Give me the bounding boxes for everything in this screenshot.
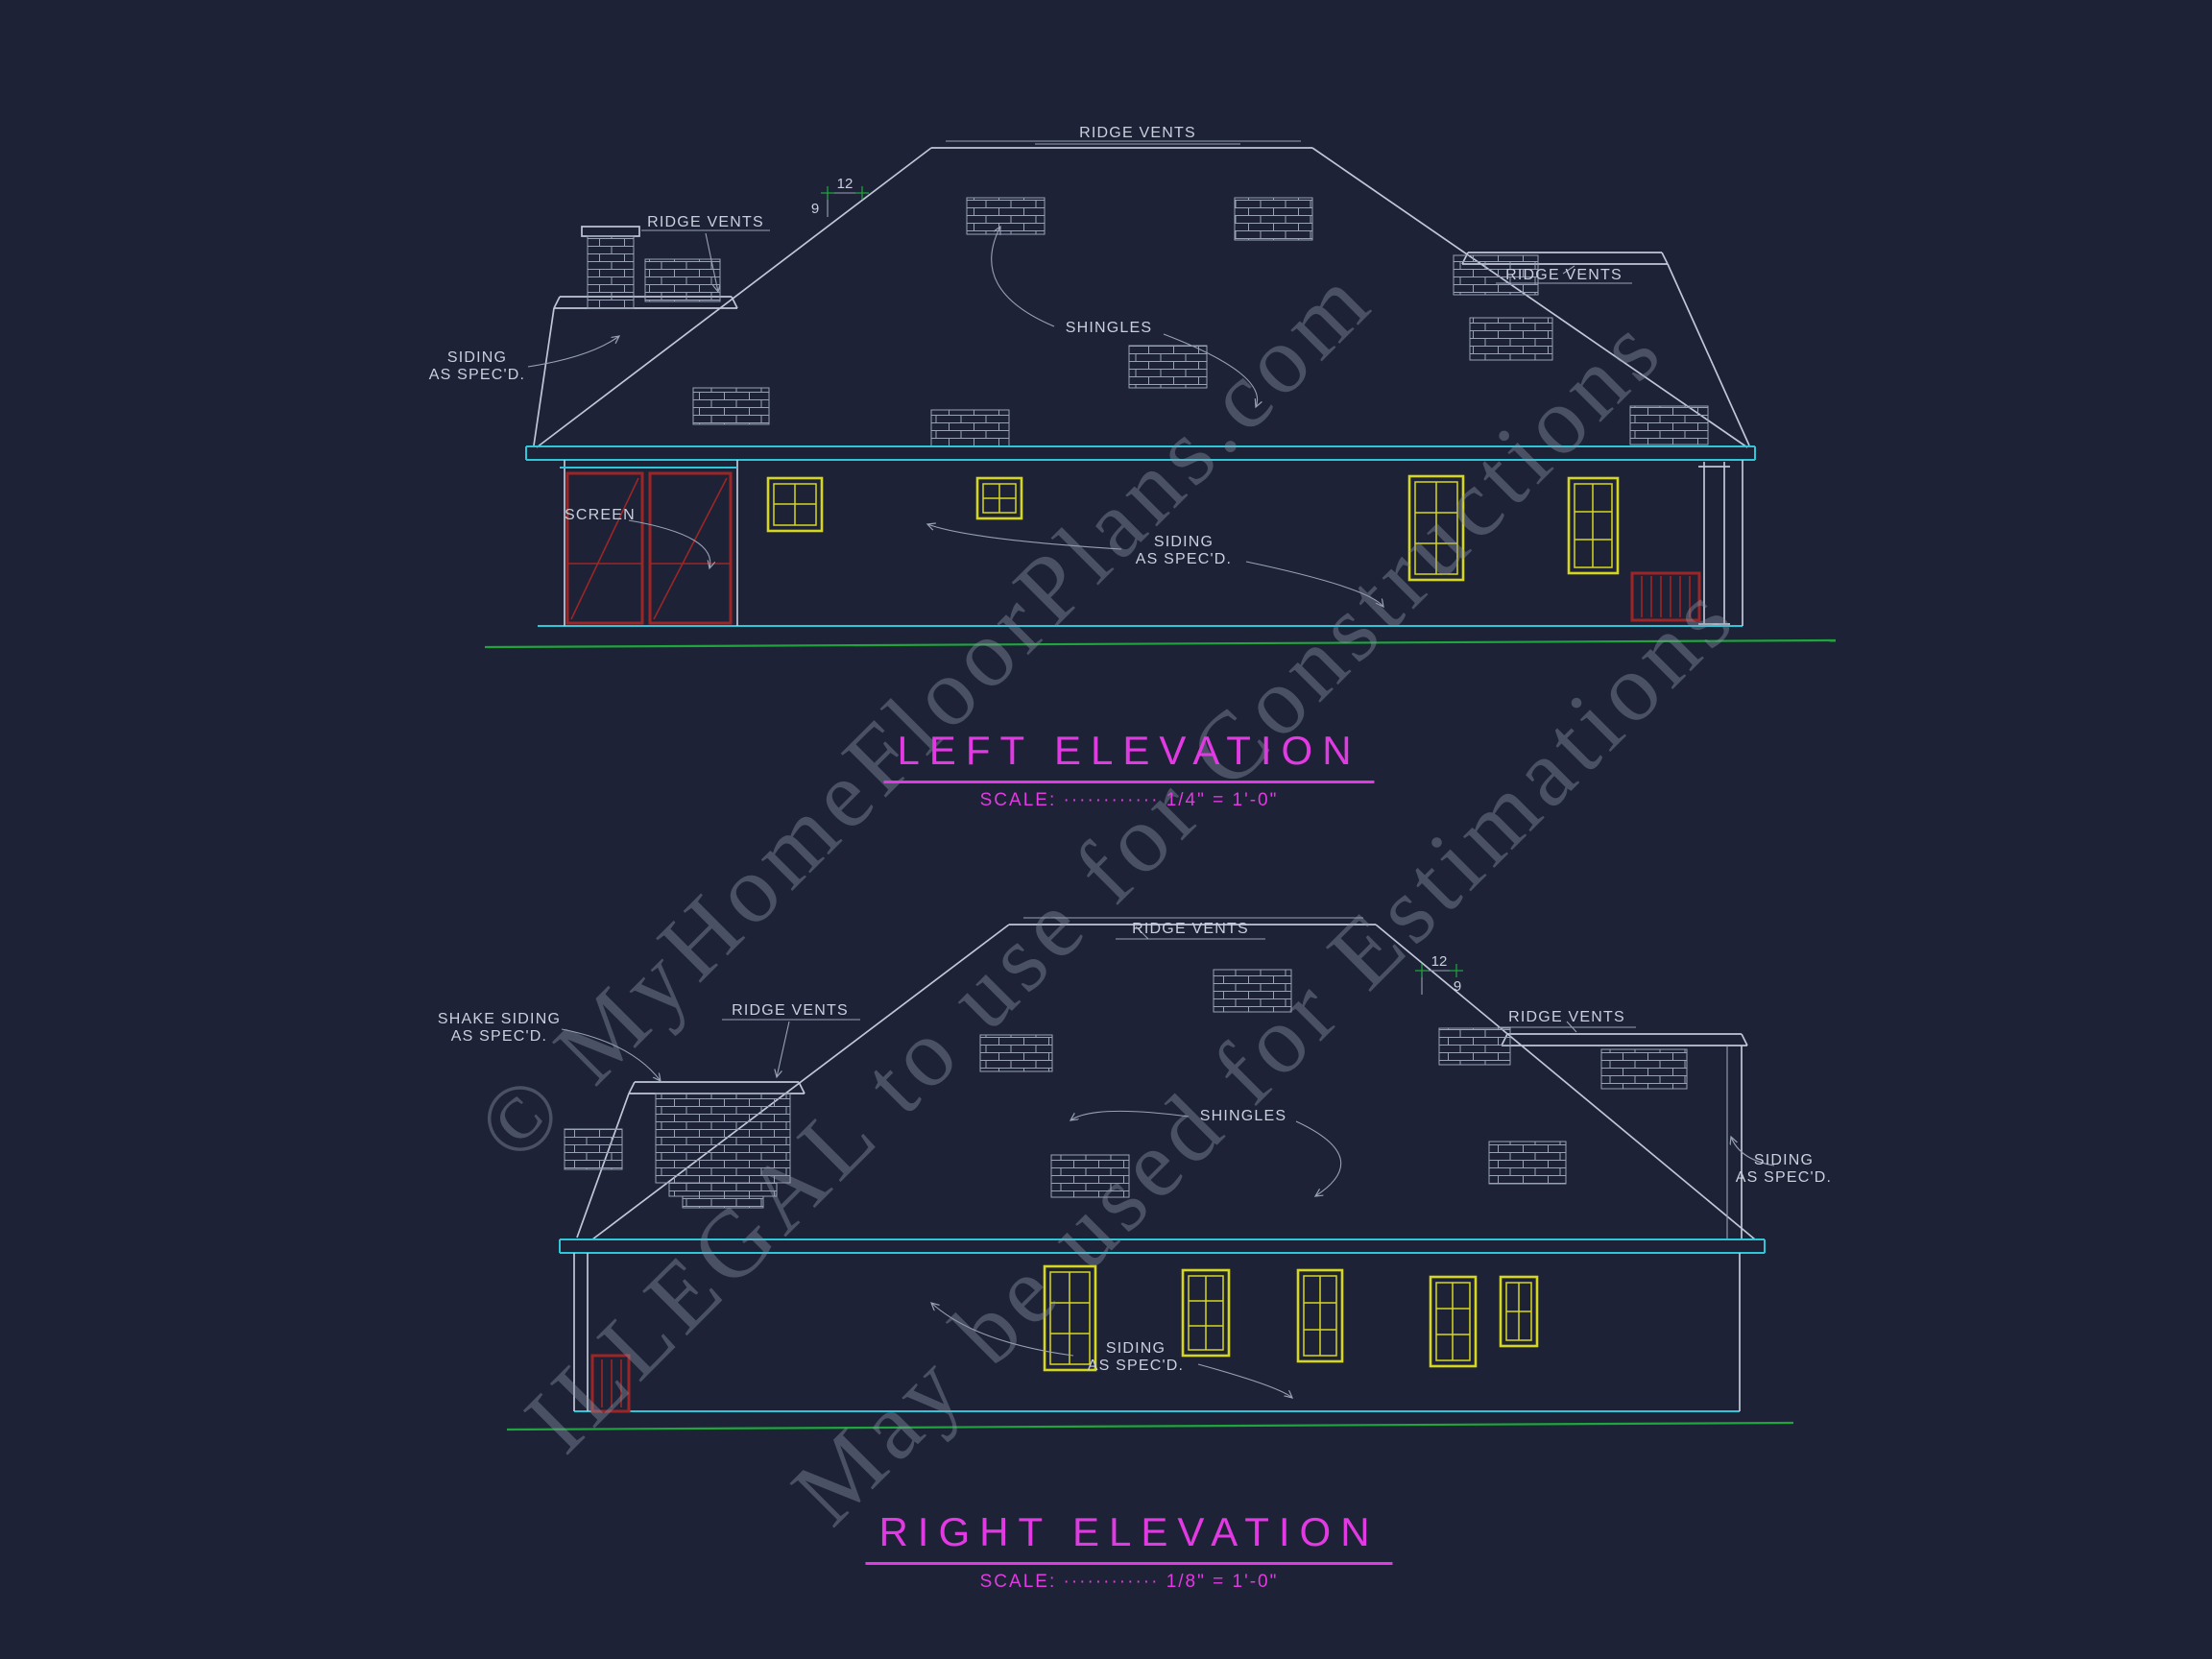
ridge-vents-label: RIDGE VENTS [732, 1002, 849, 1019]
left-porch-railing [1630, 571, 1701, 622]
right-door [590, 1354, 631, 1413]
left-elevation-title-block: LEFT ELEVATION SCALE: ············ 1/4" … [883, 728, 1375, 811]
window [1181, 1268, 1231, 1358]
screen-label: SCREEN [565, 507, 636, 523]
siding-label: SIDING [1754, 1152, 1814, 1168]
window [975, 476, 1023, 520]
ridge-vents-label: RIDGE VENTS [1079, 125, 1196, 141]
left-roof-brick-hatches [644, 197, 1709, 447]
pitch-run-label: 9 [1454, 978, 1461, 995]
ridge-vents-label: RIDGE VENTS [1132, 921, 1249, 937]
shake-siding-label: SHAKE SIDING [438, 1011, 561, 1027]
ridge-vents-label: RIDGE VENTS [1505, 267, 1623, 283]
left-elevation-scale: SCALE: ············ 1/4" = 1'-0" [979, 790, 1279, 810]
shake-siding-label: AS SPEC'D. [451, 1028, 547, 1045]
window [1499, 1275, 1539, 1348]
siding-label: AS SPEC'D. [429, 367, 525, 383]
siding-label: AS SPEC'D. [1136, 551, 1232, 567]
siding-label: SIDING [1154, 534, 1214, 550]
right-leader-arrows [561, 926, 1775, 1398]
window [1429, 1275, 1478, 1368]
window [1296, 1268, 1344, 1363]
left-elevation-title: LEFT ELEVATION [883, 728, 1375, 783]
ridge-vents-label: RIDGE VENTS [1508, 1009, 1625, 1025]
siding-label: AS SPEC'D. [1736, 1169, 1832, 1186]
left-screen-porch [560, 467, 737, 625]
right-windows [1043, 1264, 1539, 1372]
window [1567, 476, 1620, 575]
right-chimney [655, 1093, 791, 1209]
left-pitch-marker: 12 9 [811, 176, 869, 217]
shingles-label: SHINGLES [1200, 1108, 1287, 1124]
shingles-label: SHINGLES [1066, 320, 1153, 336]
left-elevation-drawing: 12 9 RIDGE VENTS RIDGE VENTS RIDGE VENTS… [429, 125, 1837, 649]
siding-label: AS SPEC'D. [1088, 1358, 1184, 1374]
right-elevation-title: RIGHT ELEVATION [865, 1509, 1393, 1565]
right-pitch-marker: 12 9 [1415, 953, 1463, 995]
right-elevation-title-block: RIGHT ELEVATION SCALE: ············ 1/8"… [865, 1509, 1393, 1593]
siding-label: SIDING [1106, 1340, 1166, 1357]
right-elevation-drawing: 12 9 RIDGE VENTS RIDGE VENTS RIDGE VENTS… [438, 917, 1832, 1431]
window [1407, 474, 1465, 582]
siding-label: SIDING [447, 349, 507, 366]
right-roof-brick-hatches [564, 969, 1688, 1198]
ground-line [484, 638, 1837, 649]
ground-line [506, 1421, 1794, 1431]
left-walls [525, 445, 1756, 627]
left-chimney [581, 226, 640, 309]
window [766, 476, 824, 533]
right-walls [559, 1238, 1766, 1412]
left-leader-arrows [527, 143, 1632, 607]
window [1043, 1264, 1097, 1372]
left-windows [766, 474, 1620, 582]
ridge-vents-label: RIDGE VENTS [647, 214, 764, 230]
pitch-rise-label: 12 [837, 176, 854, 192]
right-elevation-scale: SCALE: ············ 1/8" = 1'-0" [979, 1572, 1279, 1592]
pitch-rise-label: 12 [1431, 953, 1448, 970]
pitch-run-label: 9 [811, 201, 819, 217]
